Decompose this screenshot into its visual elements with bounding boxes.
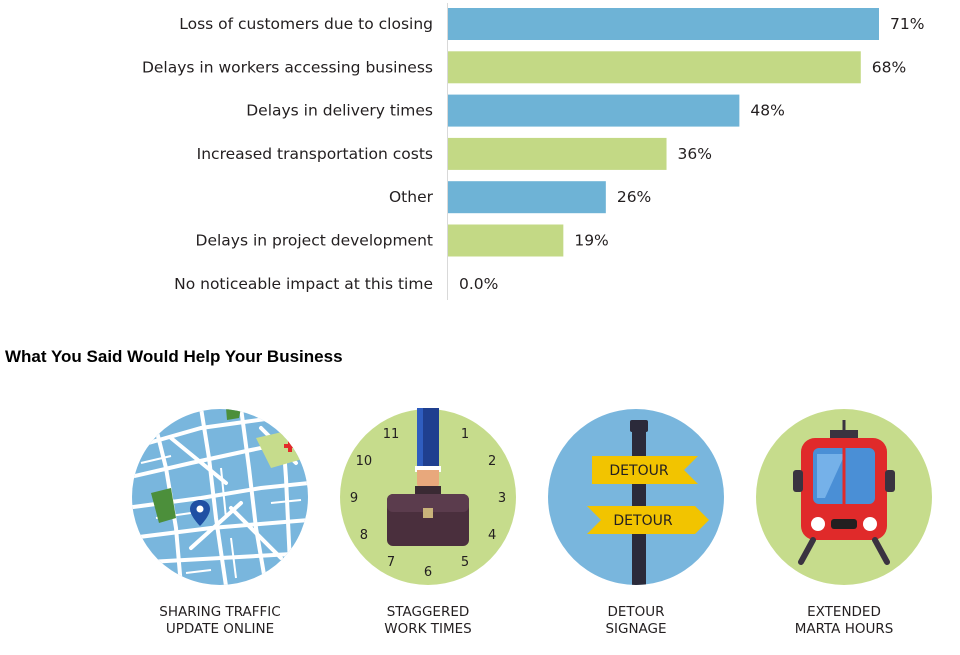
clock-number: 10: [356, 454, 373, 469]
value-label: 48%: [750, 102, 784, 120]
value-label: 26%: [617, 188, 651, 206]
clock-numbers: 121234567891011: [350, 417, 506, 580]
clock-number: 6: [424, 565, 432, 580]
bar: [448, 137, 667, 170]
category-label: Delays in project development: [196, 232, 433, 250]
bar: [448, 8, 879, 40]
value-label: 19%: [574, 232, 608, 250]
clock-number: 9: [350, 491, 358, 506]
bar: [448, 94, 740, 127]
value-label: 68%: [872, 58, 906, 76]
clock-number: 5: [461, 555, 469, 570]
bar: [448, 224, 564, 257]
category-label: No noticeable impact at this time: [174, 275, 433, 293]
category-label: Increased transportation costs: [197, 145, 433, 163]
clock-number: 2: [488, 454, 496, 469]
impact-bar-chart: Loss of customers due to closing 71% Delay…: [142, 3, 924, 300]
category-label: Delays in workers accessing business: [142, 58, 433, 76]
detour-sign-top-text: DETOUR: [609, 463, 668, 479]
value-label: 0.0%: [459, 275, 498, 293]
value-label: 71%: [890, 15, 924, 33]
category-label: Delays in delivery times: [246, 102, 433, 120]
bar: [448, 51, 861, 84]
clock-number: 4: [488, 528, 496, 543]
clock-number: 1: [461, 427, 469, 442]
clock-number: 3: [498, 491, 506, 506]
clock-briefcase-icon: 121234567891011: [340, 408, 516, 585]
clock-number: 8: [360, 528, 368, 543]
clock-number: 7: [387, 555, 395, 570]
clock-number: 11: [383, 427, 400, 442]
category-label: Other: [389, 188, 434, 206]
detour-sign-icon: DETOUR DETOUR: [548, 409, 724, 585]
bar: [448, 181, 606, 214]
detour-sign-bottom-text: DETOUR: [613, 513, 672, 529]
train-icon: [756, 409, 932, 585]
bars-group: Loss of customers due to closing 71% Delay…: [142, 8, 924, 293]
city-map-icon: [132, 409, 308, 585]
category-label: Loss of customers due to closing: [179, 15, 433, 33]
section-title: What You Said Would Help Your Business: [5, 347, 343, 366]
value-label: 36%: [678, 145, 712, 163]
